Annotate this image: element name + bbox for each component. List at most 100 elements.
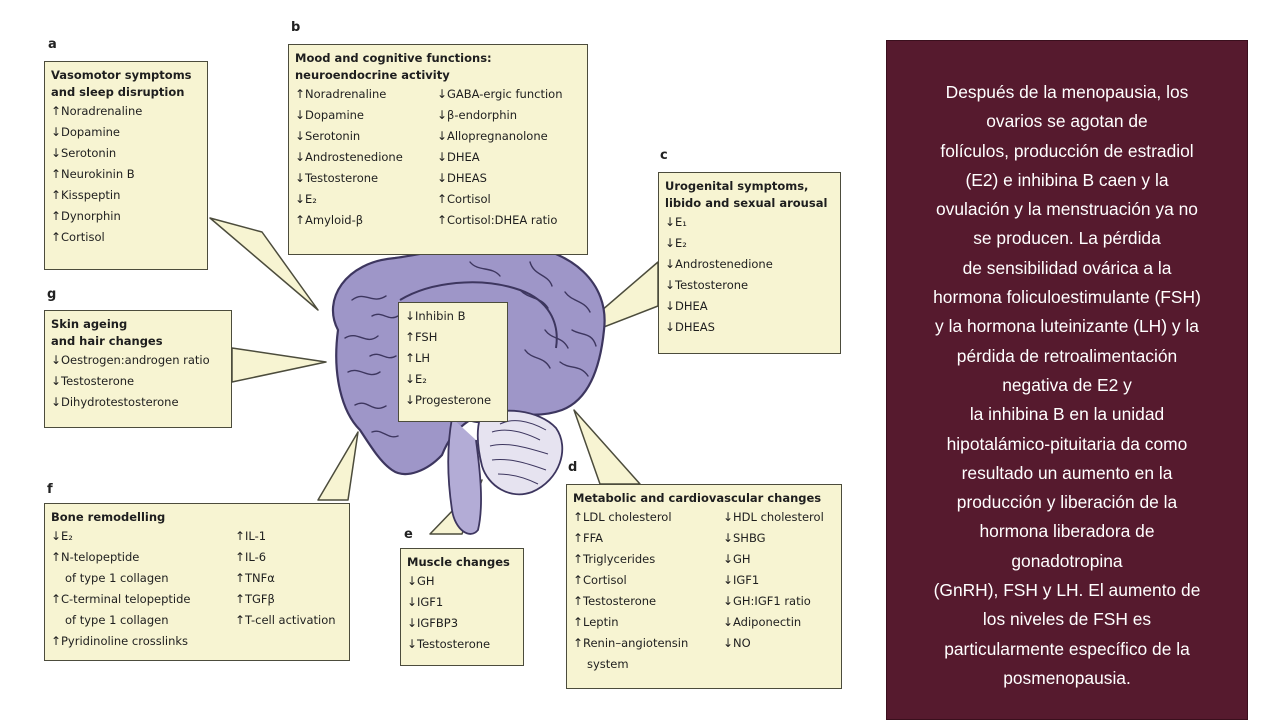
list-item: ↓GABA-ergic function — [437, 84, 562, 105]
list-item-label: Adiponectin — [733, 615, 802, 629]
arrow-up-icon: ↑ — [51, 592, 62, 606]
list-item-label: Cortisol — [583, 573, 627, 587]
list-item: system — [573, 654, 709, 675]
panel-urogenital: Urogenital symptoms, libido and sexual a… — [658, 172, 841, 354]
list-item-label: FSH — [415, 330, 438, 344]
list-item-label: Testosterone — [675, 278, 749, 292]
list-item-label: E₂ — [305, 192, 317, 206]
list-item: ↑TNFα — [235, 568, 336, 589]
panel-vasomotor: Vasomotor symptoms and sleep disruption … — [44, 61, 208, 270]
list-item: ↑Cortisol:DHEA ratio — [437, 210, 562, 231]
list-item: ↓β-endorphin — [437, 105, 562, 126]
list-item-label: GH — [417, 574, 435, 588]
list-item-label: Testosterone — [61, 374, 135, 388]
list-item-label: N-telopeptide — [61, 550, 140, 564]
arrow-up-icon: ↑ — [405, 351, 416, 365]
panel-skin-ageing: Skin ageing and hair changes ↓Oestrogen:… — [44, 310, 232, 428]
panel-g-letter: g — [47, 287, 57, 302]
description-line: hormona liberadora de — [979, 521, 1155, 542]
arrow-down-icon: ↓ — [405, 393, 416, 407]
panel-b-letter: b — [291, 20, 301, 35]
arrow-up-icon: ↑ — [573, 573, 584, 587]
arrow-down-icon: ↓ — [405, 372, 416, 386]
list-item-label: SHBG — [733, 531, 766, 545]
panel-f-right-list: ↑IL-1↑IL-6↑TNFα↑TGFβ↑T-cell activation — [235, 526, 336, 652]
arrow-down-icon: ↓ — [295, 150, 306, 164]
list-item: ↓GH — [407, 571, 517, 592]
arrow-down-icon: ↓ — [665, 299, 676, 313]
panel-f-letter: f — [47, 482, 53, 497]
list-item-label: Neurokinin B — [61, 167, 135, 181]
list-item: ↓IGFBP3 — [407, 613, 517, 634]
list-item: ↓E₂ — [405, 369, 501, 390]
list-item-label: Kisspeptin — [61, 188, 121, 202]
list-item-label: Progesterone — [415, 393, 492, 407]
panel-d-right-list: ↓HDL cholesterol↓SHBG↓GH↓IGF1↓GH:IGF1 ra… — [723, 507, 824, 675]
list-item-label: E₂ — [675, 236, 687, 250]
corpus-callosum — [399, 281, 558, 349]
list-item: ↓Dopamine — [51, 122, 201, 143]
arrow-down-icon: ↓ — [723, 615, 734, 629]
arrow-up-icon: ↑ — [235, 571, 246, 585]
arrow-up-icon: ↑ — [405, 330, 416, 344]
list-item: ↑Cortisol — [51, 227, 201, 248]
list-item: ↑Cortisol — [573, 570, 709, 591]
panel-c-list: ↓E₁↓E₂↓Androstenedione↓Testosterone↓DHEA… — [665, 212, 834, 338]
list-item-label: DHEA — [675, 299, 708, 313]
brainstem — [447, 417, 482, 535]
arrow-down-icon: ↓ — [295, 192, 306, 206]
panel-a-list: ↑Noradrenaline↓Dopamine↓Serotonin↑Neurok… — [51, 101, 201, 248]
list-item: ↓DHEA — [437, 147, 562, 168]
list-item: ↑Renin–angiotensin — [573, 633, 709, 654]
panel-b-title-2: neuroendocrine activity — [295, 68, 450, 82]
panel-metabolic-cardiovascular: Metabolic and cardiovascular changes ↑LD… — [566, 484, 842, 689]
list-item: ↑LH — [405, 348, 501, 369]
arrow-up-icon: ↑ — [573, 594, 584, 608]
list-item: ↑IL-6 — [235, 547, 336, 568]
arrow-down-icon: ↓ — [51, 125, 62, 139]
description-line: pérdida de retroalimentación — [956, 345, 1178, 366]
list-item-label: E₁ — [675, 215, 687, 229]
panel-mood-cognitive: Mood and cognitive functions: neuroendoc… — [288, 44, 588, 255]
panel-d-title: Metabolic and cardiovascular changes — [573, 491, 822, 505]
list-item-label: E₂ — [61, 529, 73, 543]
list-item-label: Cortisol:DHEA ratio — [447, 213, 558, 227]
description-line: Después de la menopausia, los — [945, 82, 1189, 102]
arrow-up-icon: ↑ — [51, 188, 62, 202]
description-line: posmenopausia. — [1003, 667, 1131, 688]
list-item: ↑LDL cholesterol — [573, 507, 709, 528]
panel-c-letter: c — [660, 148, 668, 163]
description-line: hormona foliculoestimulante (FSH) — [933, 287, 1201, 308]
list-item: ↓DHEAS — [437, 168, 562, 189]
list-item: ↓IGF1 — [407, 592, 517, 613]
panel-a-letter: a — [48, 37, 57, 52]
list-item: ↓DHEA — [665, 296, 834, 317]
arrow-down-icon: ↓ — [723, 594, 734, 608]
list-item: ↓Allopregnanolone — [437, 126, 562, 147]
arrow-up-icon: ↑ — [51, 550, 62, 564]
description-line: gonadotropina — [1011, 550, 1123, 571]
list-item: ↑C-terminal telopeptide — [51, 589, 221, 610]
list-item-label: Dihydrotestosterone — [61, 395, 179, 409]
description-line: hipotalámico-pituitaria da como — [946, 433, 1188, 454]
description-line: producción y liberación de la — [956, 492, 1178, 513]
list-item: ↓GH:IGF1 ratio — [723, 591, 824, 612]
arrow-up-icon: ↑ — [51, 104, 62, 118]
arrow-up-icon: ↑ — [235, 613, 246, 627]
arrow-down-icon: ↓ — [407, 574, 418, 588]
list-item: ↓IGF1 — [723, 570, 824, 591]
list-item-label: Testosterone — [305, 171, 379, 185]
list-item: ↓Dihydrotestosterone — [51, 392, 225, 413]
list-item-label: system — [587, 657, 629, 671]
arrow-up-icon: ↑ — [295, 213, 306, 227]
list-item: ↓E₁ — [665, 212, 834, 233]
arrow-down-icon: ↓ — [437, 87, 448, 101]
list-item-label: Cortisol — [447, 192, 491, 206]
arrow-down-icon: ↓ — [51, 146, 62, 160]
list-item: ↓Testosterone — [51, 371, 225, 392]
list-item-label: E₂ — [415, 372, 427, 386]
list-item: ↑Amyloid-β — [295, 210, 423, 231]
description-line: de sensibilidad ovárica a la — [962, 257, 1172, 278]
